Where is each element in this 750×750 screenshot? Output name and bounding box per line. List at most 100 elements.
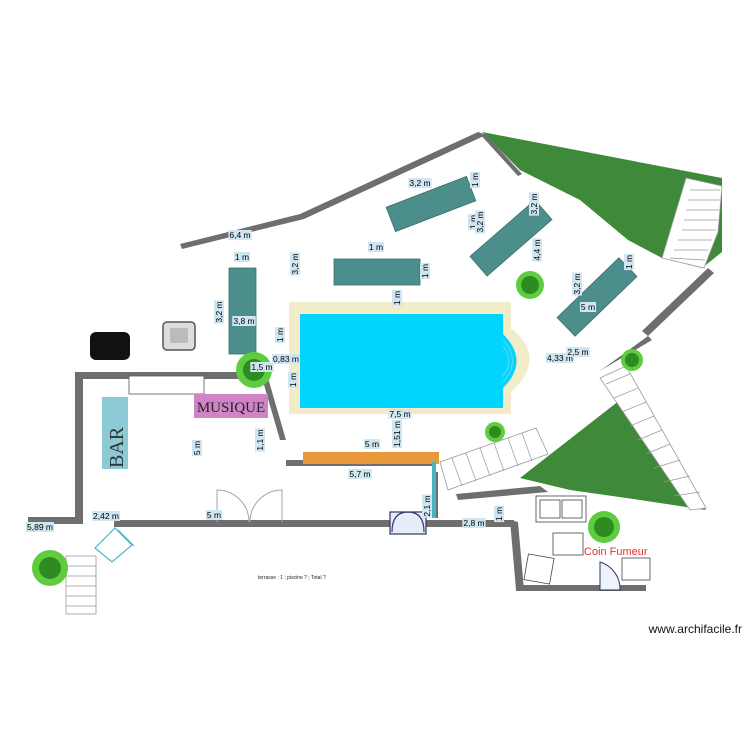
dimension-label: 3,2 m bbox=[290, 253, 300, 274]
pool-water bbox=[300, 314, 503, 408]
dimension-label: 4,4 m bbox=[532, 239, 542, 260]
musique-label: MUSIQUE bbox=[197, 400, 265, 416]
tree bbox=[516, 271, 544, 299]
dimension-label: 5 m bbox=[192, 441, 202, 455]
dimension-label: 1 m bbox=[275, 328, 285, 342]
dimension-label: 2,1 m bbox=[422, 495, 432, 516]
dimension-label: 3,2 m bbox=[214, 301, 224, 322]
dimension-label-bg bbox=[462, 518, 486, 528]
pole bbox=[432, 462, 436, 518]
dimension-label: 3,2 m bbox=[409, 178, 430, 188]
smoke-sofa bbox=[535, 495, 587, 523]
dimension-label-bg bbox=[392, 289, 402, 307]
dimension-label-bg bbox=[290, 252, 300, 276]
dimension-label-bg bbox=[92, 511, 120, 521]
dimension-label: 1 m bbox=[420, 264, 430, 278]
wall-smoke-bottom bbox=[516, 585, 646, 591]
smoke-cabinet bbox=[621, 557, 651, 581]
coin-fumeur-label: Coin Fumeur bbox=[584, 546, 648, 558]
wall-stair-right bbox=[456, 486, 548, 500]
dimension-label: 3,8 m bbox=[233, 316, 254, 326]
dimension-label-bg bbox=[566, 347, 590, 357]
wall-left-top bbox=[80, 372, 240, 379]
dimension-label-bg bbox=[214, 300, 224, 324]
dimension-label-bg bbox=[408, 178, 432, 188]
angled-door bbox=[94, 527, 135, 563]
dimension-label-bg bbox=[475, 210, 485, 234]
musique-zone bbox=[194, 394, 268, 418]
stairs-middle bbox=[439, 427, 549, 491]
dimension-label-bg bbox=[250, 362, 274, 372]
dimension-label-bg bbox=[529, 192, 539, 216]
bench-seat-inner bbox=[170, 328, 188, 343]
dimension-label-bg bbox=[420, 262, 430, 280]
wall-top bbox=[180, 132, 486, 249]
dimension-label-bg bbox=[363, 439, 381, 449]
dimension-label: 1 m bbox=[470, 173, 480, 187]
tree bbox=[588, 511, 620, 543]
wall-lower-right bbox=[510, 520, 524, 590]
bar-counter bbox=[102, 397, 128, 469]
lounger-center bbox=[333, 258, 421, 286]
wall-lower bbox=[114, 520, 514, 527]
car bbox=[90, 332, 130, 360]
grass-slope-bottom bbox=[520, 400, 706, 510]
stairs-bottom-left bbox=[65, 555, 97, 615]
dimension-label-bg bbox=[579, 302, 597, 312]
double-door bbox=[216, 489, 283, 523]
dimension-label: 5 m bbox=[207, 510, 221, 520]
dimension-label-bg bbox=[348, 469, 372, 479]
stairs-top-right bbox=[661, 177, 723, 269]
pool-step-line-2 bbox=[502, 345, 510, 377]
dimension-label: 3,2 m bbox=[475, 211, 485, 232]
dimension-label: 2,8 m bbox=[463, 518, 484, 528]
dimension-label-bg bbox=[470, 171, 480, 189]
blue-door bbox=[389, 511, 427, 535]
watermark: www.archifacile.fr bbox=[648, 622, 742, 636]
dimension-label-bg bbox=[422, 494, 432, 518]
dimension-label-bg bbox=[275, 326, 285, 344]
dimension-label: 1,51 m bbox=[392, 421, 402, 447]
dimension-label-bg bbox=[494, 505, 504, 523]
dimension-label: 0,83 m bbox=[273, 354, 299, 364]
dimension-label-bg bbox=[572, 272, 582, 296]
tree bbox=[621, 349, 643, 371]
dimension-label: 2,5 m bbox=[567, 347, 588, 357]
dimension-label: 1 m bbox=[624, 255, 634, 269]
tree bbox=[485, 422, 505, 442]
dimension-label-bg bbox=[388, 409, 412, 419]
dimension-label: 5 m bbox=[365, 439, 379, 449]
dimension-label-bg bbox=[532, 238, 542, 262]
lounger-top bbox=[385, 175, 477, 233]
dimension-label: 5 m bbox=[581, 302, 595, 312]
wall-left-bottom bbox=[28, 517, 83, 524]
dimension-label-bg bbox=[26, 522, 54, 532]
dimension-label-bg bbox=[546, 353, 574, 363]
dimension-label: 7,5 m bbox=[389, 409, 410, 419]
pool-steps bbox=[503, 334, 517, 388]
dimension-label-bg bbox=[232, 316, 256, 326]
bench-orange bbox=[303, 452, 439, 464]
dimension-label: 1,1 m bbox=[255, 429, 265, 450]
dimension-label-bg bbox=[255, 428, 265, 452]
table-long bbox=[128, 375, 205, 395]
dimension-label: 3,2 m bbox=[529, 193, 539, 214]
wall-right bbox=[642, 268, 714, 336]
pool-deck-curve bbox=[511, 328, 530, 392]
dimension-label: 1 m bbox=[288, 373, 298, 387]
dimension-label: 1 m bbox=[369, 242, 383, 252]
lounger-vertical bbox=[228, 267, 257, 355]
dimension-label: 1 m bbox=[235, 252, 249, 262]
wall-top-right bbox=[478, 132, 522, 176]
dimension-label: 1,5 m bbox=[251, 362, 272, 372]
smoke-chair bbox=[523, 553, 555, 585]
pool-step-line bbox=[502, 339, 513, 383]
tree bbox=[32, 550, 68, 586]
smoke-door bbox=[599, 561, 621, 591]
bar-label: BAR bbox=[106, 426, 128, 468]
dimension-label: 1 m bbox=[392, 291, 402, 305]
wall-left-vertical bbox=[75, 372, 83, 520]
lounger-middle-right bbox=[469, 199, 553, 277]
